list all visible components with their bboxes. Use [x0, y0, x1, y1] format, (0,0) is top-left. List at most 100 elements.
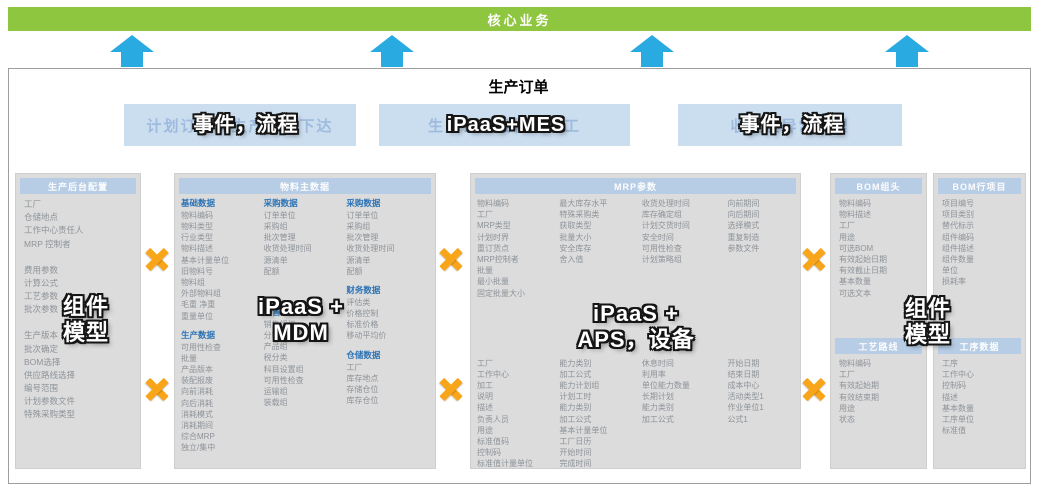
list-item: 利用率	[641, 369, 666, 379]
list-item: 库存仓位	[346, 396, 379, 406]
process-box-goods-receipt: 收货及异常处理	[678, 104, 902, 146]
x-connector-icon	[144, 246, 170, 272]
list-item: 毛重 净重	[181, 300, 216, 310]
list-item: 供应路线选择	[24, 369, 76, 380]
list-item: 工厂	[477, 358, 493, 368]
list-item: MRP控制者	[477, 254, 519, 264]
panel-bom-items-operations: BOM行项目 项目编号项目类别替代标示组件编码组件描述组件数量单位损耗率 工序数…	[933, 173, 1026, 469]
list-item: 状态	[839, 414, 855, 424]
list-item: 装配报废	[181, 376, 213, 386]
list-item: MRP 控制者	[24, 238, 71, 249]
list-item: 基本计量单位	[559, 425, 608, 435]
process-box-label: 计划订单转生产订单下达	[146, 117, 334, 135]
list-item: 特殊采购类	[559, 210, 600, 220]
section-title: 销售数据	[263, 307, 298, 318]
list-item: 计算公式	[24, 277, 59, 288]
list-item: 描述	[477, 403, 493, 413]
list-item: 活动类型1	[727, 392, 764, 402]
list-item: 仓储地点	[24, 212, 59, 223]
list-item: 加工公式	[559, 369, 592, 379]
list-item: 组件描述	[942, 243, 974, 253]
list-item: 价格控制	[346, 309, 379, 319]
list-item: 批次管理	[263, 233, 296, 243]
overlay-component-model-left: 组件 模型	[62, 294, 110, 345]
list-item: 可用性检查	[181, 342, 221, 352]
list-item: 标准值计量单位	[477, 459, 533, 469]
list-item: 固定批量大小	[477, 288, 525, 298]
section-title: 仓储数据	[346, 349, 381, 360]
list-item: 工厂	[24, 199, 42, 209]
list-item: 批量	[181, 353, 197, 363]
list-item: 获取类型	[559, 221, 592, 231]
list-item: 结束日期	[727, 369, 760, 379]
list-item: 工厂	[477, 210, 493, 220]
list-item: 损耗率	[942, 277, 966, 287]
list-item: 税分类	[263, 353, 288, 363]
section-title: 采购数据	[263, 198, 298, 208]
list-item: 物料描述	[181, 244, 213, 254]
x-connector-icon	[144, 376, 170, 402]
list-item	[24, 251, 132, 264]
list-item: 向前期间	[727, 199, 760, 208]
list-item: 计划交货时间	[641, 221, 690, 231]
list-item: 控制码	[942, 381, 966, 391]
list-item: 负责人员	[477, 414, 509, 424]
panel-header: MRP参数	[475, 178, 796, 194]
list-item: 基本数量	[839, 277, 871, 287]
list-item: 有效起始期	[839, 381, 879, 391]
list-item: 收货处理时间	[346, 244, 395, 254]
item-list: 工厂工作中心加工说明描述负责人员用途标准值码控制码标准值计量单位	[477, 358, 559, 469]
up-arrow-icon	[885, 35, 929, 67]
list-item: 工作中心	[477, 369, 509, 379]
section-title: 财务数据	[346, 285, 381, 296]
list-item: 加工公式	[559, 414, 592, 424]
list-item: 行业类型	[181, 233, 213, 243]
list-item: 用途	[839, 232, 855, 242]
list-item: 能力类别	[641, 403, 674, 413]
up-arrow-icon	[370, 35, 414, 67]
process-box-execution: 生产订单投料及报工	[379, 104, 630, 146]
list-item: 组件编码	[942, 232, 974, 242]
list-item: 用途	[839, 403, 855, 413]
list-item: 能力类别	[559, 358, 592, 368]
list-item: 采购组	[263, 222, 288, 232]
list-item: 加工	[477, 381, 493, 391]
list-item: 项目编号	[942, 199, 974, 208]
list-item: 开始日期	[727, 358, 760, 368]
list-item: 可选文本	[839, 288, 871, 298]
list-item: 公式1	[727, 414, 748, 424]
list-item: 源清单	[346, 255, 371, 265]
material-column-finance-storage: 采购数据 订单单位采购组批次管理收货处理时间源清单配额 财务数据 评估类价格控制…	[346, 198, 429, 454]
list-item: 安全库存	[559, 243, 592, 253]
list-item: 物料类型	[181, 222, 213, 232]
process-box-label: 生产订单投料及报工	[427, 117, 581, 135]
list-item: 物料编码	[181, 210, 213, 220]
item-list: 订单单位采购组批次管理收货处理时间源清单配额	[264, 210, 347, 277]
list-item: 工厂	[346, 362, 363, 372]
item-list: 休息时间利用率单位能力数量长期计划能力类别加工公式	[641, 358, 728, 468]
list-item: 作业单位1	[727, 403, 764, 413]
panel-header: 生产后台配置	[20, 178, 136, 194]
list-item: 替代标示	[942, 221, 974, 231]
list-item: 基本数量	[942, 403, 974, 413]
x-connector-icon	[438, 246, 464, 272]
list-item: 工序	[942, 359, 958, 368]
list-item: 批次参数	[24, 304, 59, 315]
item-list: 收货处理时间库存确定组计划交货时间安全时间可用性检查计划策略组	[642, 198, 728, 299]
list-item: 最小批量	[477, 277, 509, 287]
list-item: 描述	[942, 392, 958, 402]
list-item: 编号范围	[24, 383, 59, 394]
list-item: 可用性检查	[263, 375, 304, 385]
list-item: 消耗模式	[181, 409, 213, 419]
list-item: 说明	[477, 392, 493, 402]
list-item: 物料编码	[839, 199, 871, 208]
list-item: 成本中心	[727, 381, 760, 391]
list-item: 长期计划	[641, 392, 674, 402]
list-item: 旧物料号	[181, 266, 213, 276]
list-item: 批次管理	[346, 233, 379, 243]
